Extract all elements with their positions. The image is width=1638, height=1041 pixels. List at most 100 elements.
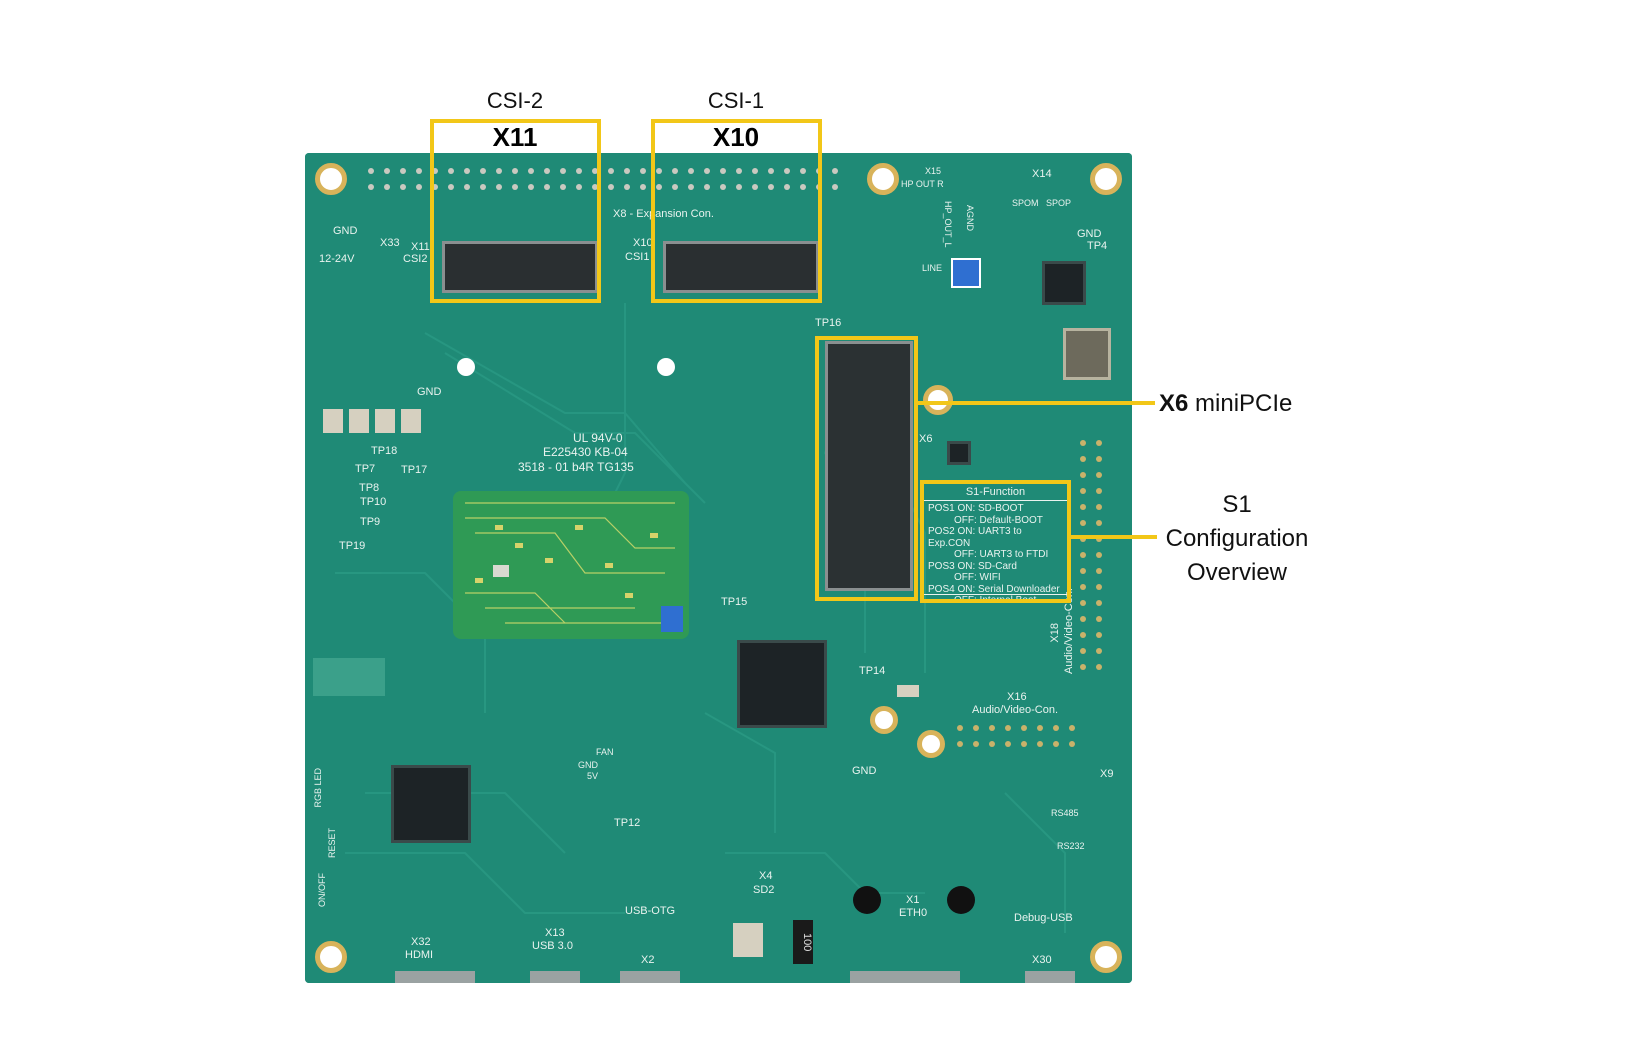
inductor xyxy=(733,923,763,957)
s1-line-pos2-on: POS2 ON: UART3 to Exp.CON xyxy=(928,526,1022,549)
silk-tp18: TP18 xyxy=(371,445,398,457)
silk-tp14: TP14 xyxy=(859,665,886,677)
capacitor-2 xyxy=(349,409,369,433)
audio-chip xyxy=(1042,261,1086,305)
mount-hole-br xyxy=(1090,941,1122,973)
eth-led-2 xyxy=(947,886,975,914)
silk-gnd-bottom: GND xyxy=(852,765,877,777)
s1-highlight-box xyxy=(920,480,1071,603)
eth-led-1 xyxy=(853,886,881,914)
silk-sd2: SD2 xyxy=(753,884,775,896)
silk-csi2: CSI2 xyxy=(403,253,428,265)
mount-hole-tr xyxy=(1090,163,1122,195)
mount-hole-mid2 xyxy=(917,730,945,758)
fiducial-1 xyxy=(457,358,475,376)
silk-x2: X2 xyxy=(641,954,655,966)
silk-on-off: ON/OFF xyxy=(317,873,327,907)
silk-hp-out-r: HP OUT R xyxy=(901,179,944,189)
silk-tp9: TP9 xyxy=(360,516,381,528)
s1-line-pos4-on: POS4 ON: Serial Downloader xyxy=(928,583,1060,595)
silk-fan: FAN xyxy=(596,747,614,757)
main-controller-chip xyxy=(737,640,827,728)
small-ic xyxy=(947,441,971,465)
qr-code xyxy=(951,258,981,288)
s1-callout-line1: S1 xyxy=(1222,491,1252,518)
csi2-connector xyxy=(442,241,598,293)
silk-x14: X14 xyxy=(1032,168,1052,180)
silk-tp10: TP10 xyxy=(360,496,387,508)
silk-tp12: TP12 xyxy=(614,817,641,829)
silk-x9: X9 xyxy=(1100,768,1114,780)
silk-tp17: TP17 xyxy=(401,464,428,476)
silk-gnd-left: GND xyxy=(333,225,358,237)
silk-tp19: TP19 xyxy=(339,540,366,552)
silk-spop: SPOP xyxy=(1046,198,1072,208)
silk-eth0: ETH0 xyxy=(899,907,928,919)
s1-callout: S1 Configuration Overview xyxy=(1157,488,1317,590)
capacitor-3 xyxy=(375,409,395,433)
resistor-100: 100 xyxy=(793,920,813,964)
silk-x16-desc: Audio/Video-Con. xyxy=(972,704,1059,716)
silk-x10: X10 xyxy=(633,237,653,249)
csi2-label: CSI-2 xyxy=(486,88,544,113)
minipcie-connector xyxy=(825,341,913,591)
silk-x32: X32 xyxy=(411,936,431,948)
silk-hdmi: HDMI xyxy=(405,949,434,961)
mount-hole-tl xyxy=(315,163,347,195)
x6-callout-id: X6 xyxy=(1159,390,1189,417)
silk-tp15: TP15 xyxy=(721,596,748,608)
silk-x4: X4 xyxy=(759,870,773,882)
silk-agnd: AGND xyxy=(965,205,975,232)
s1-leader-line xyxy=(1071,535,1157,539)
s1-function-title: S1-Function xyxy=(924,484,1067,501)
silk-fan-gnd: GND xyxy=(578,760,598,770)
silk-x30: X30 xyxy=(1032,954,1052,966)
silk-usb-otg: USB-OTG xyxy=(625,905,676,917)
silk-x15: X15 xyxy=(925,166,942,176)
silk-x11: X11 xyxy=(411,241,430,253)
fiducial-2 xyxy=(657,358,675,376)
csi1-label: CSI-1 xyxy=(707,88,765,113)
silk-x33: X33 xyxy=(380,237,400,249)
s1-line-pos3-on: POS3 ON: SD-Card xyxy=(928,560,1017,572)
capacitor-1 xyxy=(323,409,343,433)
silk-tp16: TP16 xyxy=(815,317,842,329)
silk-rgb-led: RGB LED xyxy=(313,768,323,808)
silk-x18: X18 xyxy=(1049,623,1061,643)
x6-callout: X6 miniPCIe xyxy=(1159,390,1292,418)
silk-ul: UL 94V-0 xyxy=(573,431,623,445)
hdmi-controller-chip xyxy=(391,765,471,843)
silk-tp4: TP4 xyxy=(1087,240,1108,252)
s1-callout-line3: Overview xyxy=(1186,559,1288,586)
silk-x1: X1 xyxy=(906,894,920,906)
x6-callout-desc: miniPCIe xyxy=(1195,390,1293,417)
x6-highlight-box xyxy=(815,336,918,601)
x10-highlight-box xyxy=(651,119,822,303)
x6-leader-line xyxy=(918,401,1155,405)
silk-tp8: TP8 xyxy=(359,482,380,494)
silk-line: LINE xyxy=(922,263,943,273)
mount-hole-tm xyxy=(867,163,899,195)
silk-csi1: CSI1 xyxy=(625,251,650,263)
silk-x13: X13 xyxy=(545,927,565,939)
x10-label: X10 xyxy=(712,122,760,152)
s1-callout-line2: Configuration xyxy=(1165,525,1309,552)
csi1-connector xyxy=(663,241,819,293)
mount-hole-mid1 xyxy=(870,706,898,734)
silk-reset: RESET xyxy=(327,828,337,859)
silk-hp-out-l: HP_OUT_L xyxy=(943,201,953,248)
s1-line-pos3-off: OFF: WIFI xyxy=(954,572,1001,583)
x11-label: X11 xyxy=(492,122,538,152)
mount-hole-bl xyxy=(315,941,347,973)
silk-gnd-mid: GND xyxy=(417,386,442,398)
silk-tp7: TP7 xyxy=(355,463,376,475)
silk-date-code: 3518 - 01 b4R TG135 xyxy=(518,460,634,474)
silk-x6: X6 xyxy=(919,433,933,445)
s1-line-pos1-off: OFF: Default-BOOT xyxy=(954,514,1043,526)
silk-x8: X8 - Expansion Con. xyxy=(613,208,714,220)
s1-line-pos2-off: OFF: UART3 to FTDI xyxy=(954,549,1049,560)
smd-cap xyxy=(897,685,919,697)
s1-line-pos1-on: POS1 ON: SD-BOOT xyxy=(928,503,1024,514)
pcb-board: 100 S1-Function POS1 ON: SD-BOOT OFF: De… xyxy=(305,153,1132,983)
capacitor-4 xyxy=(401,409,421,433)
